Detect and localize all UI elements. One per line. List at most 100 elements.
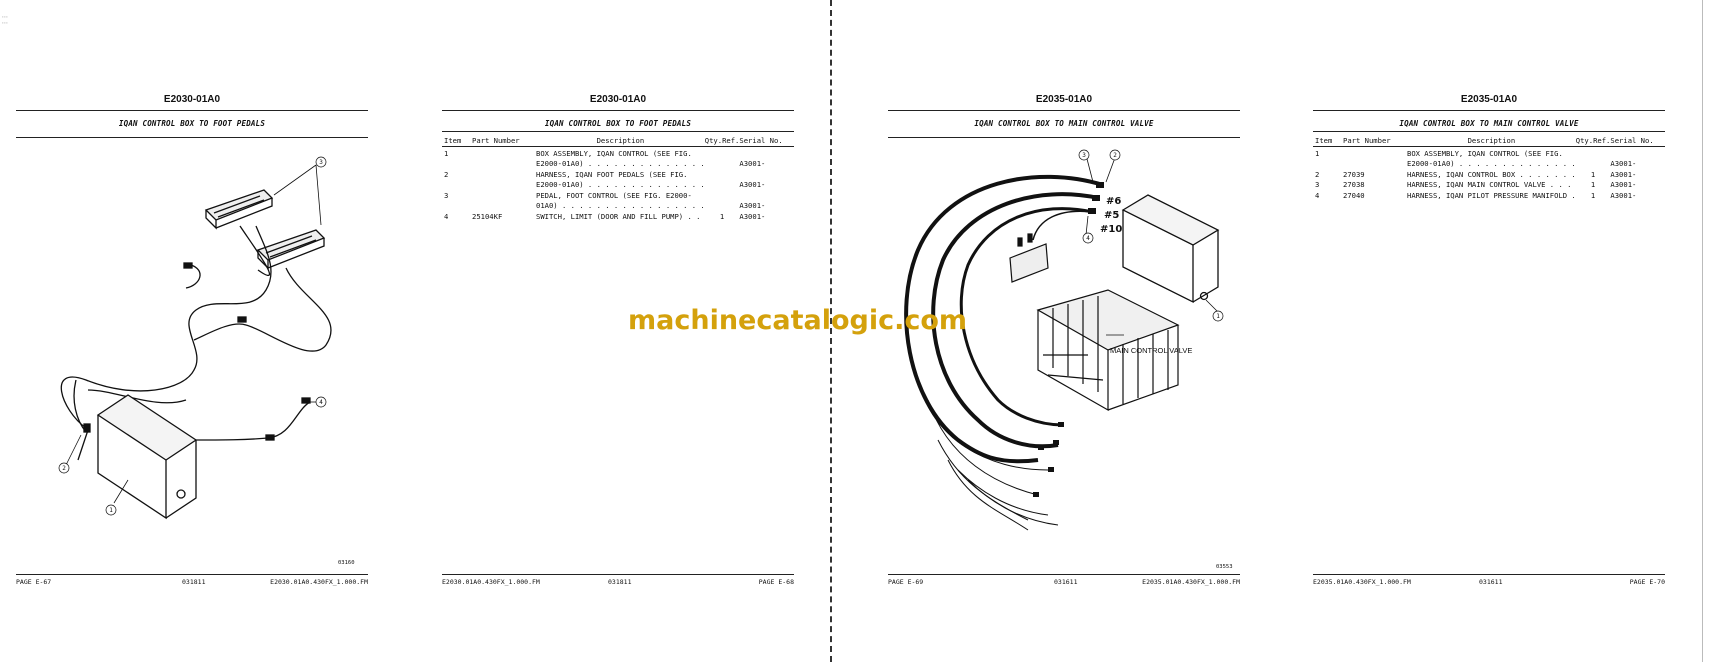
cell-qty: 1 <box>1590 180 1596 189</box>
footer-center: 031811 <box>608 578 632 586</box>
cell-description: HARNESS, IQAN FOOT PEDALS (SEE FIG. <box>536 169 688 179</box>
main-control-valve-diagram: 1 2 3 4 #6 #5 #10 MAIN CONTROL VALVE <box>904 149 1224 531</box>
col-qty: Qty.Ref. <box>1575 136 1611 147</box>
cell-serial <box>1610 147 1665 158</box>
footer-left: E2035.01A0.430FX_1.000.FM <box>1313 578 1411 586</box>
page-subtitle: IQAN CONTROL BOX TO MAIN CONTROL VALVE <box>974 119 1154 128</box>
cell-part-number: 27040 <box>1343 190 1365 200</box>
iqan-control-box-icon <box>96 394 198 520</box>
footer-left: PAGE E-67 <box>16 578 52 586</box>
main-control-valve-icon <box>1036 289 1180 412</box>
table-row: E2000-01A0) . . . . . . . . . . . . . .A… <box>1313 158 1665 169</box>
col-description: Description <box>1407 136 1576 147</box>
cell-serial <box>739 147 794 158</box>
title-rule <box>16 110 368 111</box>
cell-description: HARNESS, IQAN PILOT PRESSURE MANIFOLD . <box>1407 190 1576 200</box>
title-rule <box>442 110 794 111</box>
cell-item <box>1313 158 1343 169</box>
callout-4: 4 <box>1086 235 1090 242</box>
cell-qty <box>705 200 740 211</box>
cell-item: 3 <box>444 190 449 200</box>
callout-2: 2 <box>62 465 66 472</box>
footer-center: 031811 <box>182 578 206 586</box>
footer-rule <box>1313 574 1665 575</box>
footer-rule <box>442 574 794 575</box>
cell-description: E2000-01A0) . . . . . . . . . . . . . . <box>536 159 705 168</box>
page-e-69: E2035-01A0 IQAN CONTROL BOX TO MAIN CONT… <box>888 0 1240 662</box>
page-e-68: E2030-01A0 IQAN CONTROL BOX TO FOOT PEDA… <box>442 0 794 662</box>
col-part-number: Part Number <box>472 136 536 147</box>
footer-right: PAGE E-68 <box>758 578 794 586</box>
footer-center: 031611 <box>1479 578 1503 586</box>
cell-part-number <box>1343 147 1407 158</box>
cell-item <box>442 179 472 190</box>
cell-description: HARNESS, IQAN MAIN CONTROL VALVE . . . <box>1407 180 1572 189</box>
col-serial: Serial No. <box>1610 136 1665 147</box>
cell-part-number <box>472 158 536 169</box>
footer-rule <box>16 574 368 575</box>
cell-item: 4 <box>444 211 449 221</box>
cell-part-number <box>472 179 536 190</box>
page-title: E2030-01A0 <box>163 94 221 105</box>
cell-part-number <box>472 200 536 211</box>
cell-serial <box>739 189 794 200</box>
footer-rule <box>888 574 1240 575</box>
figure-number: 03160 <box>338 560 355 566</box>
page-e-67: E2030-01A0 IQAN CONTROL BOX TO FOOT PEDA… <box>16 0 368 662</box>
cell-qty <box>1576 147 1611 158</box>
cell-item: 1 <box>1315 148 1320 158</box>
cell-qty <box>705 168 740 179</box>
col-part-number: Part Number <box>1343 136 1407 147</box>
table-row: 3 PEDAL, FOOT CONTROL (SEE FIG. E2000- <box>442 189 794 200</box>
table-row: E2000-01A0) . . . . . . . . . . . . . . A… <box>442 158 794 169</box>
cell-serial: A3001- <box>1610 180 1637 189</box>
footer-left: E2030.01A0.430FX_1.000.FM <box>442 578 540 586</box>
cell-qty <box>705 158 740 169</box>
table-row: 4 27040 HARNESS, IQAN PILOT PRESSURE MANIF… <box>1313 189 1665 200</box>
parts-table: Item Part Number Description Qty.Ref. Se… <box>1313 136 1665 200</box>
cell-serial: A3001- <box>739 159 766 168</box>
foot-pedal-2-icon <box>256 229 326 270</box>
callout-3: 3 <box>1082 152 1086 159</box>
table-header-row: Item Part Number Description Qty.Ref. Se… <box>1313 136 1665 147</box>
cell-serial: A3001- <box>1610 169 1637 179</box>
cell-item: 2 <box>1315 169 1320 179</box>
cell-part-number: 27039 <box>1343 169 1365 179</box>
cell-item <box>442 200 472 211</box>
page-subtitle: IQAN CONTROL BOX TO MAIN CONTROL VALVE <box>1399 119 1579 128</box>
cell-description: BOX ASSEMBLY, IQAN CONTROL (SEE FIG. <box>536 148 692 158</box>
col-item: Item <box>1313 136 1343 147</box>
cell-description: SWITCH, LIMIT (DOOR AND FILL PUMP) . . <box>536 211 701 221</box>
cell-description: 01A0) . . . . . . . . . . . . . . . . . <box>536 201 705 210</box>
port-label-10: #10 <box>1100 224 1122 235</box>
cell-item: 3 <box>1315 180 1320 189</box>
cell-qty <box>705 179 740 190</box>
watermark: machinecatalogic.com <box>628 305 968 336</box>
cell-serial: A3001- <box>739 211 766 221</box>
cell-part-number <box>1343 158 1407 169</box>
pilot-manifold-icon <box>1009 233 1049 283</box>
cell-qty: 1 <box>1590 190 1596 200</box>
cell-item: 1 <box>444 148 449 158</box>
foot-pedals-diagram: 1 2 3 4 <box>58 156 332 520</box>
cell-serial: A3001- <box>1610 159 1637 168</box>
subtitle-rule <box>442 131 794 132</box>
col-item: Item <box>442 136 472 147</box>
cell-description: PEDAL, FOOT CONTROL (SEE FIG. E2000- <box>536 190 692 200</box>
table-row: 01A0) . . . . . . . . . . . . . . . . .A… <box>442 200 794 211</box>
cell-part-number <box>472 189 536 200</box>
port-label-5: #5 <box>1104 210 1119 221</box>
footer-right: E2035.01A0.430FX_1.000.FM <box>1142 578 1240 586</box>
valve-label: MAIN CONTROL VALVE <box>1110 346 1192 355</box>
cell-qty <box>705 189 740 200</box>
title-rule <box>1313 110 1665 111</box>
callout-1: 1 <box>109 507 113 514</box>
cell-item: 4 <box>1315 190 1320 200</box>
parts-table: Item Part Number Description Qty.Ref. Se… <box>442 136 794 221</box>
cell-qty <box>1576 158 1611 169</box>
subtitle-rule <box>16 137 368 138</box>
